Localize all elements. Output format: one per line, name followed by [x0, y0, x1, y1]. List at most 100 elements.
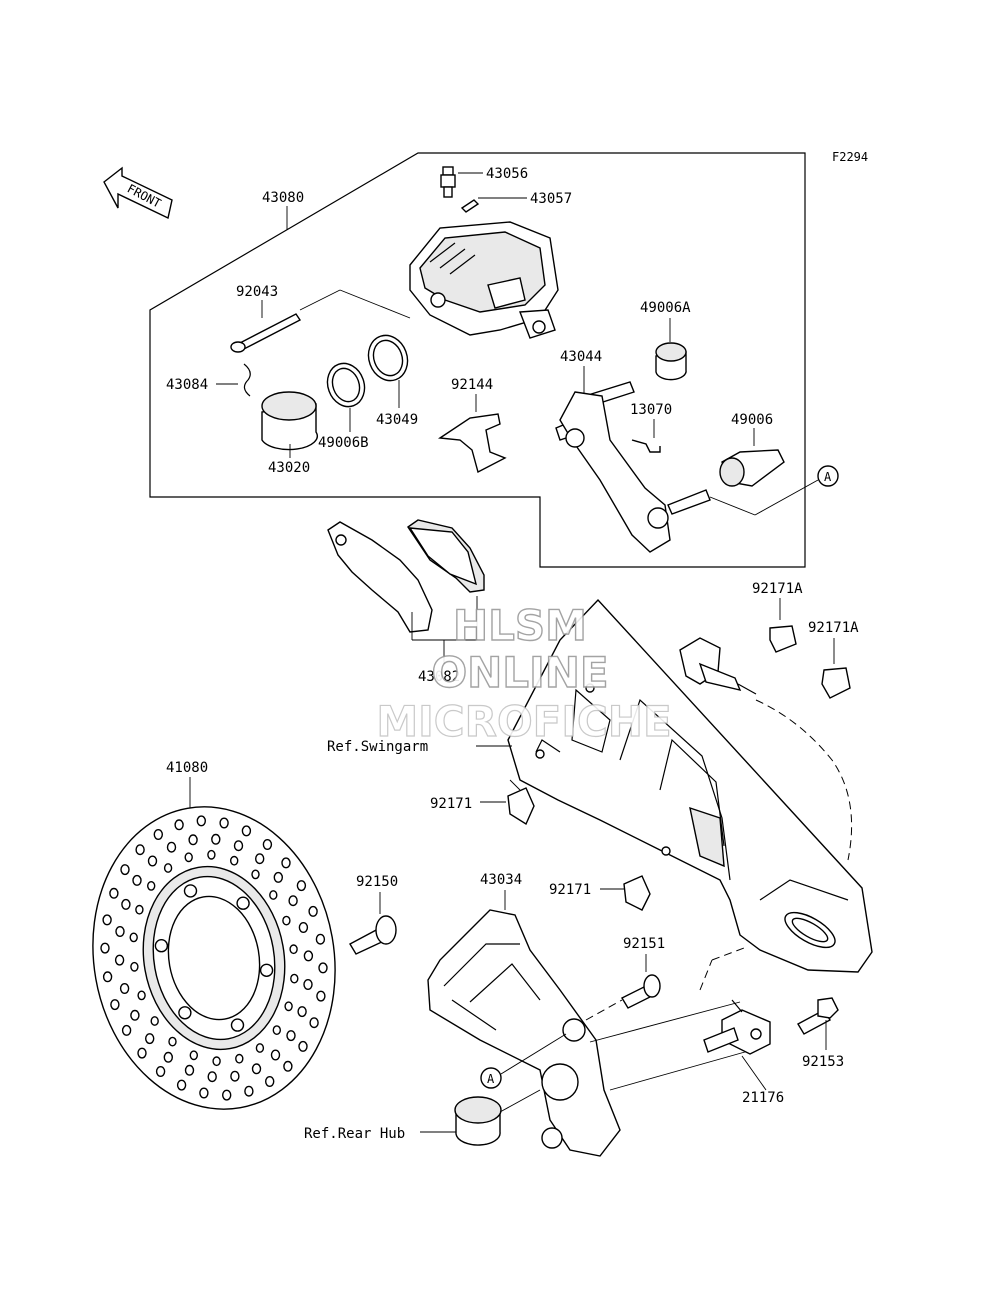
disc-mounting-hole [178, 1006, 192, 1020]
disc-hole [318, 962, 328, 974]
disc-hole [235, 1053, 244, 1064]
disc-hole [251, 1063, 262, 1075]
part-label-43057: 43057 [530, 191, 572, 207]
disc-holes [100, 815, 328, 1101]
disc-hole [207, 1071, 217, 1083]
clamp-92171A-2 [821, 667, 851, 699]
bleeder-valve [440, 166, 456, 198]
disc-hole [168, 1036, 177, 1047]
disc-mounting-hole [230, 1018, 245, 1032]
disc-hole [189, 1050, 199, 1061]
disc-hole [233, 840, 244, 852]
disc-hole [308, 905, 318, 917]
disc-hole [309, 1017, 319, 1029]
clamp-92171-2 [623, 875, 651, 911]
disc-hole [176, 1079, 187, 1091]
disc-hole [255, 1043, 265, 1053]
watermark: HLSM ONLINE MICROFICHE [376, 600, 672, 746]
disc-hole [155, 1065, 166, 1077]
callout-a-lower [480, 1067, 502, 1089]
disc-hole [284, 1001, 293, 1012]
disc-hole [188, 834, 198, 846]
disc-mounting-hole [236, 896, 250, 910]
disc-hole [286, 1030, 296, 1042]
disc-hole [163, 863, 173, 873]
disc-hole [120, 864, 130, 876]
disc-hole [265, 1075, 275, 1087]
disc-hole [150, 1016, 159, 1026]
disc-hole [270, 1049, 281, 1061]
part-label-92150: 92150 [356, 874, 398, 890]
ref-swingarm-label: Ref.Swingarm [327, 739, 428, 755]
rear-hub-collar [454, 1096, 502, 1146]
watermark-line1: HLSM [453, 601, 587, 650]
disc-hole [199, 1087, 209, 1099]
disc-hole [153, 829, 164, 841]
part-label-43044: 43044 [560, 349, 602, 365]
callout-a-upper-label: A [824, 470, 832, 484]
disc-hole [174, 819, 184, 831]
disc-hole [315, 933, 326, 945]
disc-hole [290, 973, 299, 984]
disc-hole [298, 1040, 308, 1052]
disc-hole [283, 1060, 293, 1072]
part-label-92171A-2: 92171A [808, 620, 859, 636]
caliper-bracket [555, 381, 711, 553]
watermark-line2: ONLINE [431, 648, 608, 697]
part-label-92144: 92144 [451, 377, 493, 393]
pad-spring [437, 413, 507, 474]
disc-hole [130, 961, 139, 972]
part-label-43082: 43082 [418, 669, 460, 685]
disc-hole [303, 979, 313, 991]
disc-hole [255, 853, 265, 865]
clamp-92171-1 [507, 787, 535, 826]
disc-hole [163, 1051, 174, 1063]
part-label-43080: 43080 [262, 190, 304, 206]
disc-hole [251, 869, 260, 880]
disc-hole [135, 844, 145, 856]
part-label-92153: 92153 [802, 1054, 844, 1070]
disc-hole [184, 852, 193, 863]
disc-hole [273, 871, 283, 883]
disc-hole [230, 1070, 240, 1082]
disc-hole [269, 890, 278, 900]
part-label-92171-2: 92171 [549, 882, 591, 898]
disc-hole [144, 1033, 155, 1045]
disc-hole [102, 914, 112, 926]
part-label-43056: 43056 [486, 166, 528, 182]
pad-retainer [631, 439, 661, 453]
disc-hole [121, 898, 131, 910]
part-label-43034: 43034 [480, 872, 522, 888]
disc-hole [316, 990, 326, 1002]
part-label-49006: 49006 [731, 412, 773, 428]
disc-hole [272, 1025, 281, 1036]
part-label-92171-1: 92171 [430, 796, 472, 812]
disc-hole [211, 833, 221, 845]
disc-hole [289, 944, 298, 955]
part-label-92043: 92043 [236, 284, 278, 300]
disc-hole [282, 915, 291, 926]
brake-pads [327, 519, 485, 633]
caliper-mount-bracket [427, 909, 621, 1157]
abs-sensor-wire [679, 637, 853, 861]
disc-hole [184, 1064, 195, 1076]
sensor-bolt [797, 997, 839, 1035]
part-label-41080: 41080 [166, 760, 208, 776]
disc-hole [196, 815, 207, 827]
part-label-13070: 13070 [630, 402, 672, 418]
disc-hole [244, 1085, 254, 1097]
disc-mounting-hole [259, 963, 274, 977]
disc-mounting-holes [154, 884, 274, 1032]
disc-hole [221, 1089, 232, 1101]
part-label-43020: 43020 [268, 460, 310, 476]
disc-hole [166, 841, 177, 853]
disc-hole [296, 880, 307, 892]
disc-hole [135, 904, 144, 915]
part-label-49006A: 49006A [640, 300, 691, 316]
swingarm [507, 598, 873, 973]
part-label-92171A-1: 92171A [752, 581, 803, 597]
callout-a-upper [817, 465, 839, 487]
disc-hole [129, 932, 138, 943]
disc-mounting-hole [154, 939, 169, 953]
